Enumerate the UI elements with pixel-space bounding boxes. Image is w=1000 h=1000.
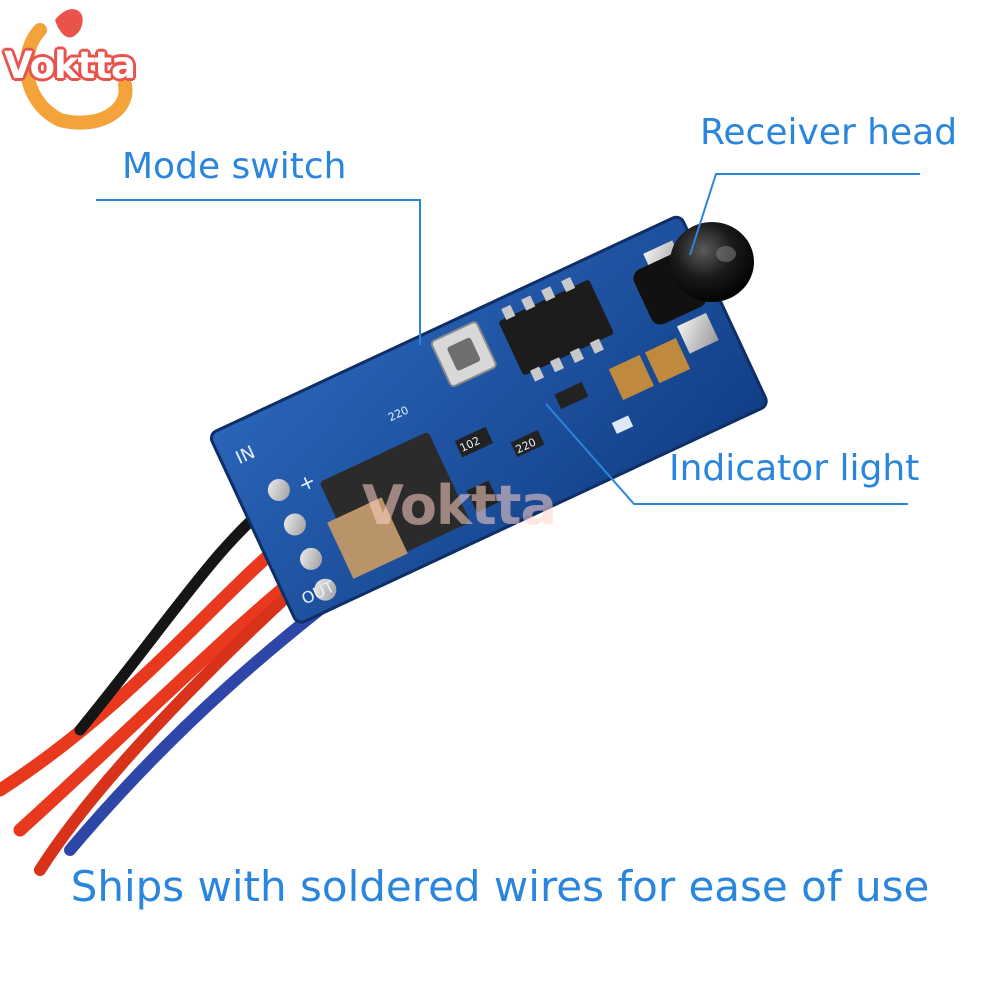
- wire-pads: [267, 479, 337, 601]
- callout-line-indicator: [545, 403, 908, 505]
- ic-chip: [499, 280, 614, 375]
- callout-indicator-light: Indicator light: [669, 448, 920, 489]
- receiver-head: [633, 222, 754, 325]
- callout-receiver-head: Receiver head: [700, 112, 958, 153]
- caption: Ships with soldered wires for ease of us…: [70, 862, 930, 911]
- wire-blue: [64, 576, 361, 856]
- callout-line-receiver: [689, 173, 920, 256]
- callout-mode-switch: Mode switch: [122, 146, 347, 187]
- pcb-board: IN + OUT 220 102 220: [209, 215, 768, 624]
- indicator-led: [611, 415, 634, 434]
- callout-line-mode: [96, 199, 421, 345]
- watermark: Voktta: [362, 474, 557, 537]
- callout-lines: [96, 173, 920, 505]
- brand-logo-text: Voktta: [4, 44, 136, 87]
- logo-mark: [19, 9, 133, 130]
